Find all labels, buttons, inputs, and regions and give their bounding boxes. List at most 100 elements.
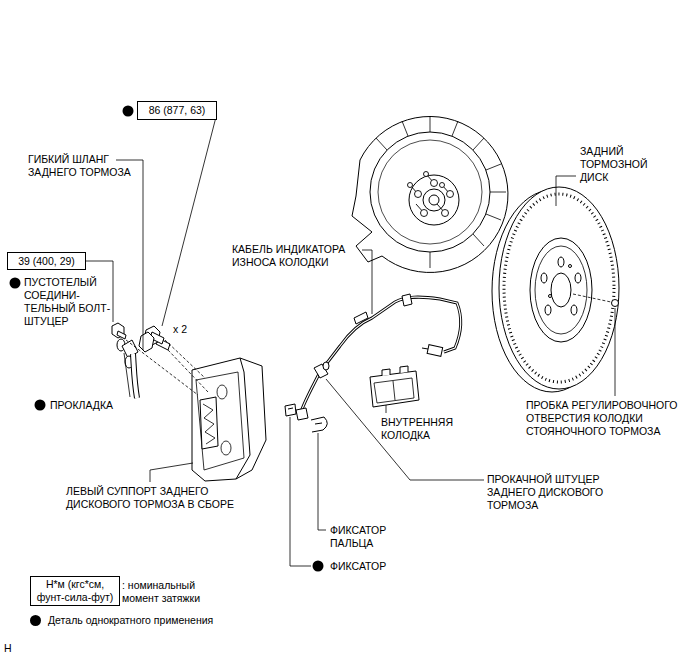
label-holder: ЗАДНИЙ ТОРМОЗНОЙ ДИСК [580, 145, 658, 184]
leader-lines-part [362, 250, 372, 314]
hose-fittings [112, 323, 198, 398]
quantity: x 2 [173, 323, 187, 336]
adjust-plug-part [612, 300, 619, 307]
dust-cover-part [408, 172, 454, 217]
dust-cover-part [423, 189, 445, 211]
caliper-part [203, 404, 215, 444]
caliper-bolts-part [168, 350, 208, 392]
torque-box: 39 (400, 29) [7, 252, 86, 270]
dust-cover-part [429, 195, 439, 205]
dust-cover-part-part [486, 164, 501, 170]
inner-pad-part [400, 366, 408, 373]
caliper-bolts-part [139, 332, 154, 352]
torque-value: 86 (877, 63) [149, 104, 206, 117]
hose-fittings-part [133, 354, 137, 398]
caliper-part [217, 385, 227, 399]
part-name: ПРОКЛАДКА [50, 399, 113, 412]
dust-cover-part-part [473, 234, 484, 246]
brake-disc-part [571, 305, 577, 315]
dust-cover-part-part [402, 121, 408, 136]
dust-cover-part-part [447, 191, 454, 198]
bleeder-part [323, 362, 329, 370]
brake-disc [492, 187, 619, 392]
caliper-part [200, 397, 218, 449]
dust-cover-part-part [430, 252, 431, 268]
wear-cable-part [301, 297, 461, 412]
adjust-plug [573, 294, 619, 307]
leader-lines-part [150, 463, 193, 482]
part-name: ПУСТОТЕЛЫЙ СОЕДИНИ- ТЕЛЬНЫЙ БОЛТ-ШТУЦЕР [24, 276, 116, 328]
torque-box: 86 (877, 63) [137, 101, 217, 120]
label-holder: ЛЕВЫЙ СУППОРТ ЗАДНЕГО ДИСКОВОГО ТОРМОЗА … [66, 485, 256, 511]
brake-disc-part [558, 257, 564, 267]
label-holder: КАБЕЛЬ ИНДИКАТОРА ИЗНОСА КОЛОДКИ [232, 243, 366, 269]
wear-cable-part [301, 297, 461, 412]
hose-fittings-part [133, 354, 137, 398]
label-holder: ПРОКАЧНОЙ ШТУЦЕР ЗАДНЕГО ДИСКОВОГО ТОРМО… [487, 473, 619, 512]
hose-fittings-part [117, 331, 126, 339]
brake-disc-part [499, 187, 619, 389]
leader-lines-part [162, 117, 216, 326]
hose-fittings-part [126, 340, 198, 395]
dust-cover-part [378, 140, 482, 244]
dust-cover-part-part [376, 138, 387, 150]
part-name: ВНУТРЕННЯЯ КОЛОДКА [381, 416, 467, 442]
label-holder: ФИКСАТОР [330, 560, 386, 573]
leader-lines-part [116, 160, 143, 350]
legend-note: : номинальный момент затяжки [122, 579, 210, 605]
leader-lines-part [556, 176, 576, 206]
brake-disc-part [541, 273, 547, 283]
unit-key-box: Н*м (кгс*см, фунт-сила-фут) [30, 576, 120, 606]
part-name: ЛЕВЫЙ СУППОРТ ЗАДНЕГО ДИСКОВОГО ТОРМОЗА … [66, 485, 256, 511]
dust-cover-part-part [415, 191, 422, 198]
dust-cover-part-part [431, 180, 438, 187]
clips [285, 404, 327, 432]
dust-cover-part-part [486, 214, 501, 220]
legend-dot [30, 615, 41, 626]
leader-lines-part [124, 353, 130, 397]
wear-cable-part [422, 348, 428, 349]
wear-cable [296, 294, 461, 420]
torque-value: Н*м (кгс*см, фунт-сила-фут) [35, 578, 115, 604]
dust-cover-part-part [490, 192, 506, 193]
part-name: КАБЕЛЬ ИНДИКАТОРА ИЗНОСА КОЛОДКИ [232, 243, 366, 269]
label-holder: ГИБКИЙ ШЛАНГ ЗАДНЕГО ТОРМОЗА [28, 153, 148, 179]
dust-cover-part-part [424, 172, 429, 177]
one-time-use-dot-part [123, 106, 134, 117]
label-holder: ПУСТОТЕЛЫЙ СОЕДИНИ- ТЕЛЬНЫЙ БОЛТ-ШТУЦЕР [24, 276, 116, 328]
inner-pad-part [382, 369, 390, 376]
dust-cover [352, 116, 508, 272]
wear-cable-part [427, 345, 443, 357]
part-name: ЗАДНИЙ ТОРМОЗНОЙ ДИСК [580, 145, 658, 184]
dust-cover-part-part [408, 183, 413, 188]
inner-pad [370, 366, 419, 407]
inner-pad-part [374, 378, 414, 403]
brake-disc-part [535, 246, 587, 334]
inner-pad-part [370, 371, 419, 407]
legend-holder: Деталь однократного применения [48, 614, 213, 627]
torque-value: 39 (400, 29) [18, 255, 75, 268]
brake-disc-part [504, 194, 614, 382]
one-time-use-dot-part [35, 400, 46, 411]
caliper-part [221, 441, 231, 455]
bleeder [314, 362, 329, 378]
part-name: ФИКСАТОР [330, 560, 386, 573]
one-time-use-dot [10, 106, 324, 572]
brake-disc-part [569, 265, 572, 268]
clips-part [285, 404, 296, 416]
one-time-use-dot-part [313, 561, 324, 572]
part-name: ФИКСАТОР ПАЛЬЦА [330, 524, 404, 550]
dust-cover-part [376, 116, 506, 268]
dust-cover-part [409, 175, 459, 225]
label-holder: H [4, 642, 12, 655]
brake-disc-part [545, 305, 551, 315]
leader-lines-part [615, 308, 616, 396]
one-time-use-dot-part [10, 278, 21, 289]
brake-disc-part [530, 238, 592, 342]
dust-cover-part-part [430, 116, 431, 132]
label-holder: ПРОКЛАДКА [50, 399, 113, 412]
caliper-bolts-part [165, 340, 205, 378]
label-holder: x 2 [173, 323, 187, 336]
